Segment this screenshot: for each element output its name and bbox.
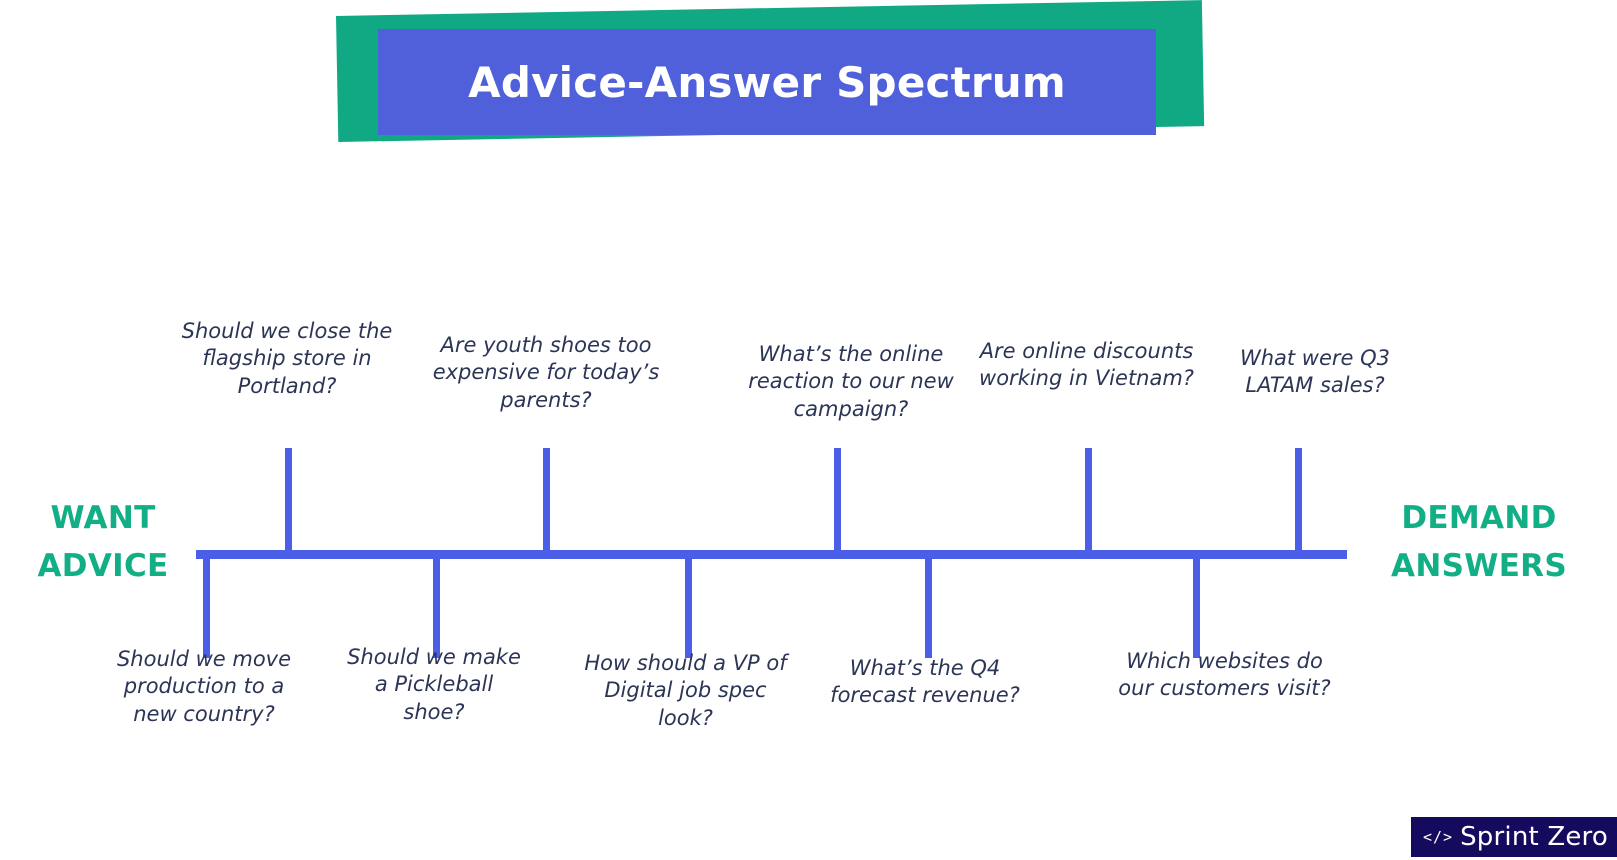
spectrum-tick-up-3 — [1085, 448, 1092, 558]
spectrum-tick-down-0 — [203, 558, 210, 658]
spectrum-axis-line — [196, 550, 1347, 559]
spectrum-left-caption-line1: WANT — [50, 500, 156, 536]
spectrum-left-caption: WANT ADVICE — [18, 494, 188, 590]
spectrum-tick-down-1 — [433, 558, 440, 658]
spectrum-right-caption-line1: DEMAND — [1401, 500, 1557, 536]
question-label-below-4: Which websites do our customers visit? — [1118, 649, 1331, 701]
question-label-below-2: How should a VP of Digital job spec look… — [584, 651, 787, 730]
sprint-zero-logo-text: Sprint Zero — [1460, 822, 1608, 852]
question-label-above-3: Are online discounts working in Vietnam? — [979, 339, 1194, 391]
page-title: Advice-Answer Spectrum — [468, 57, 1066, 107]
question-label-below-1: Should we make a Pickleball shoe? — [347, 645, 521, 724]
spectrum-tick-down-2 — [685, 558, 692, 658]
spectrum-tick-up-0 — [285, 448, 292, 558]
question-label-above-4: What were Q3 LATAM sales? — [1239, 346, 1391, 398]
spectrum-left-caption-line2: ADVICE — [37, 548, 169, 585]
spectrum-right-caption: DEMAND ANSWERS — [1354, 494, 1604, 590]
title-banner-blue-plate — [378, 29, 1156, 135]
title-banner: Advice-Answer Spectrum — [0, 0, 1617, 170]
question-label-below-0: Should we move production to a new count… — [116, 647, 292, 726]
spectrum-tick-down-3 — [925, 558, 932, 658]
sprint-zero-logo: </> Sprint Zero — [1411, 817, 1617, 857]
spectrum-tick-up-1 — [543, 448, 550, 558]
question-label-above-0: Should we close the flagship store in Po… — [181, 319, 393, 398]
spectrum-tick-up-2 — [834, 448, 841, 558]
spectrum-right-caption-line2: ANSWERS — [1391, 548, 1567, 585]
question-label-above-2: What’s the online reaction to our new ca… — [748, 342, 954, 421]
spectrum-tick-up-4 — [1295, 448, 1302, 558]
spectrum-tick-down-4 — [1193, 558, 1200, 658]
question-label-above-1: Are youth shoes too expensive for today’… — [432, 333, 660, 412]
code-brackets-icon: </> — [1423, 828, 1454, 846]
question-label-below-3: What’s the Q4 forecast revenue? — [830, 656, 1020, 708]
